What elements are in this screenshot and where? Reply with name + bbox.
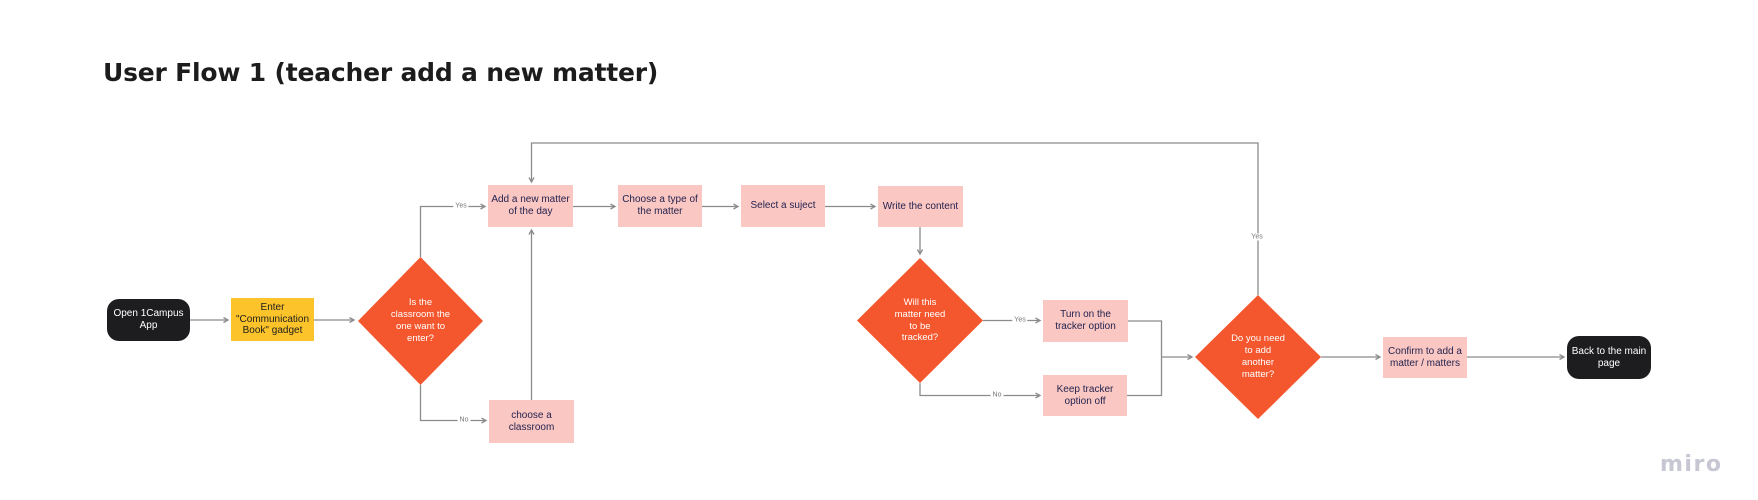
edge-tracking-no-to-keep-off[interactable] bbox=[919, 383, 1040, 396]
node-add-matter[interactable]: Add a new matter of the day bbox=[488, 185, 573, 227]
node-label: Add a new matter of the day bbox=[491, 194, 570, 217]
node-label: Back to the main page bbox=[1571, 345, 1647, 369]
miro-watermark: miro bbox=[1660, 452, 1723, 477]
node-label: Enter "Communication Book" gadget bbox=[235, 301, 310, 337]
node-choose-classroom[interactable]: choose a classroom bbox=[489, 400, 574, 443]
node-label: Write the content bbox=[882, 200, 959, 212]
node-keep-tracker-off[interactable]: Keep tracker option off bbox=[1043, 375, 1127, 416]
node-label: Choose a type of the matter bbox=[622, 194, 698, 217]
edge-label-classroom-yes: Yes bbox=[453, 202, 469, 210]
edge-tracker-merge-bracket[interactable] bbox=[1127, 320, 1163, 397]
edge-label-tracking-no: No bbox=[990, 391, 1004, 399]
edge-label-classroom-no: No bbox=[457, 416, 471, 424]
edge-classroom-no-to-choose-classroom[interactable] bbox=[419, 385, 487, 421]
node-label: Do you need to add another matter? bbox=[1231, 333, 1285, 380]
node-back-main[interactable]: Back to the main page bbox=[1567, 336, 1651, 379]
node-label: Confirm to add a matter / matters bbox=[1388, 345, 1462, 369]
node-label: Keep tracker option off bbox=[1056, 383, 1114, 407]
edge-label-another-yes: Yes bbox=[1249, 233, 1265, 241]
node-label: Select a suject bbox=[750, 200, 816, 212]
node-label: choose a classroom bbox=[508, 409, 555, 433]
node-confirm-add[interactable]: Confirm to add a matter / matters bbox=[1383, 337, 1467, 378]
node-label: Is the classroom the one want to enter? bbox=[390, 297, 451, 344]
edge-another-yes-loop-to-add-matter[interactable] bbox=[532, 142, 1259, 295]
node-choose-type[interactable]: Choose a type of the matter bbox=[618, 185, 702, 227]
edge-classroom-yes-to-add-matter[interactable] bbox=[419, 207, 486, 258]
edge-label-tracking-yes: Yes bbox=[1012, 316, 1028, 324]
node-label: Will this matter need to be tracked? bbox=[894, 296, 946, 344]
node-turn-on-tracker[interactable]: Turn on the tracker option bbox=[1043, 300, 1128, 342]
node-write-content[interactable]: Write the content bbox=[878, 186, 963, 227]
node-label: Open 1Campus App bbox=[113, 308, 184, 331]
node-label: Turn on the tracker option bbox=[1055, 309, 1116, 332]
node-open-app[interactable]: Open 1Campus App bbox=[107, 299, 190, 341]
node-enter-gadget[interactable]: Enter "Communication Book" gadget bbox=[231, 298, 314, 341]
node-select-subject[interactable]: Select a suject bbox=[741, 185, 825, 227]
board-title[interactable]: User Flow 1 (teacher add a new matter) bbox=[103, 58, 659, 87]
